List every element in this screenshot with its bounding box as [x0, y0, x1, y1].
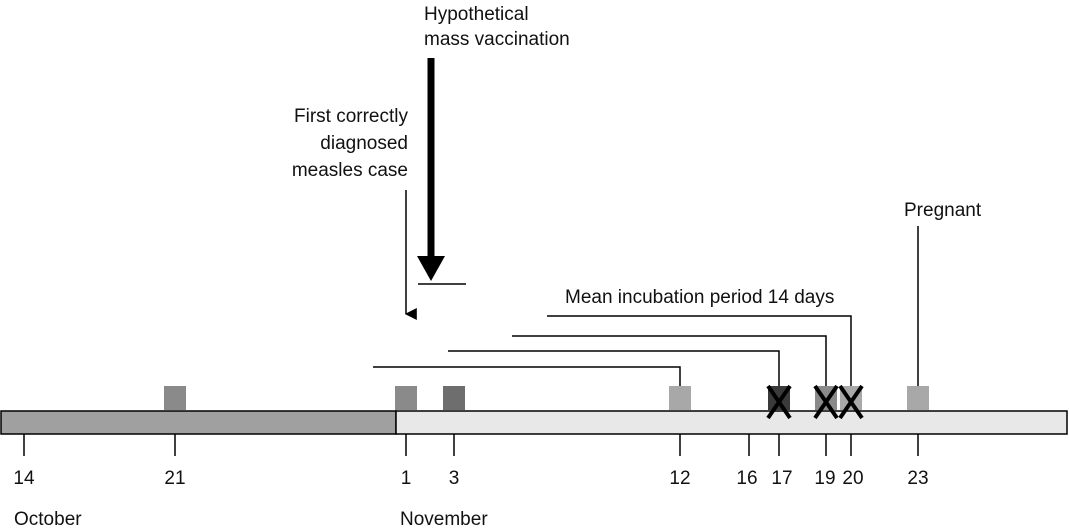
first-case-label-line3: measles case	[291, 160, 408, 181]
vaccination-arrow	[417, 58, 466, 285]
tick-label-14: 14	[13, 468, 35, 489]
tick-label-23: 23	[907, 468, 929, 489]
pregnant-label: Pregnant	[904, 200, 982, 221]
case-oct-21	[164, 386, 186, 410]
tick-label-17: 17	[771, 468, 793, 489]
tick-label-3: 3	[448, 468, 460, 489]
x-mark-17	[766, 384, 792, 420]
link-case-20	[547, 315, 852, 386]
link-case-19	[512, 335, 827, 386]
tick-label-1: 1	[400, 468, 412, 489]
tick-label-12: 12	[669, 468, 691, 489]
x-mark-20	[838, 384, 864, 420]
month-label-october: October	[14, 509, 82, 530]
first-case-label-line1: First correctly	[294, 106, 408, 127]
link-case-17	[448, 350, 780, 386]
october-band	[0, 410, 397, 435]
november-band	[395, 410, 1068, 435]
link-case-12	[373, 366, 681, 386]
case-nov-12	[669, 386, 691, 410]
vaccination-label-line1: Hypothetical	[424, 4, 529, 25]
month-label-november: November	[400, 509, 488, 530]
tick-label-21: 21	[164, 468, 186, 489]
tick-label-16: 16	[736, 468, 758, 489]
tick-label-19: 19	[814, 468, 836, 489]
case-nov-23	[907, 386, 929, 410]
incubation-label: Mean incubation period 14 days	[565, 287, 835, 308]
tick-label-20: 20	[842, 468, 864, 489]
case-nov-3	[443, 386, 465, 410]
first-case-label-line2: diagnosed	[320, 133, 408, 154]
vaccination-label-line2: mass vaccination	[424, 29, 570, 50]
case-nov-1	[395, 386, 417, 410]
x-mark-19	[813, 384, 839, 420]
